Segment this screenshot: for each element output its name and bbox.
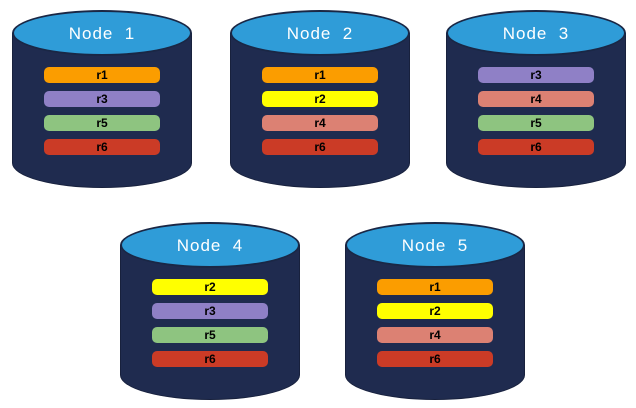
replica-bar-r1: r1: [262, 67, 378, 83]
replica-bar-r5: r5: [478, 115, 594, 131]
replica-bar-r6: r6: [44, 139, 160, 155]
replica-bar-r6: r6: [152, 351, 268, 367]
node-label: Node 4: [176, 235, 244, 255]
cylinder-top-ellipse: Node 2: [230, 10, 410, 56]
replica-bar-r1: r1: [377, 279, 493, 295]
replica-bar-r4: r4: [478, 91, 594, 107]
replica-bar-r2: r2: [377, 303, 493, 319]
cylinder-top-ellipse: Node 3: [446, 10, 626, 56]
replica-bar-r4: r4: [262, 115, 378, 131]
replica-list: r1 r2 r4 r6: [377, 279, 493, 367]
cylinder-body: [446, 33, 626, 188]
replica-bar-r2: r2: [152, 279, 268, 295]
replica-bar-r1: r1: [44, 67, 160, 83]
database-node-4: Node 4 r2 r3 r5 r6: [120, 222, 300, 400]
node-label: Node 2: [286, 23, 354, 43]
node-label: Node 5: [401, 235, 469, 255]
replica-bar-r6: r6: [478, 139, 594, 155]
node-label: Node 1: [68, 23, 136, 43]
cylinder-body: [120, 245, 300, 400]
replica-bar-r5: r5: [152, 327, 268, 343]
replica-bar-r5: r5: [44, 115, 160, 131]
cylinder-top-ellipse: Node 4: [120, 222, 300, 268]
cylinder-body: [345, 245, 525, 400]
replica-bar-r3: r3: [152, 303, 268, 319]
replica-list: r3 r4 r5 r6: [478, 67, 594, 155]
database-node-5: Node 5 r1 r2 r4 r6: [345, 222, 525, 400]
replica-bar-r6: r6: [262, 139, 378, 155]
replica-bar-r3: r3: [44, 91, 160, 107]
cylinder-top-ellipse: Node 1: [12, 10, 192, 56]
replica-bar-r4: r4: [377, 327, 493, 343]
database-node-2: Node 2 r1 r2 r4 r6: [230, 10, 410, 188]
replica-bar-r3: r3: [478, 67, 594, 83]
cylinder-body: [230, 33, 410, 188]
database-node-3: Node 3 r3 r4 r5 r6: [446, 10, 626, 188]
cylinder-body: [12, 33, 192, 188]
replica-bar-r6: r6: [377, 351, 493, 367]
node-label: Node 3: [502, 23, 570, 43]
database-node-1: Node 1 r1 r3 r5 r6: [12, 10, 192, 188]
cylinder-top-ellipse: Node 5: [345, 222, 525, 268]
replica-list: r1 r3 r5 r6: [44, 67, 160, 155]
replica-bar-r2: r2: [262, 91, 378, 107]
replica-list: r2 r3 r5 r6: [152, 279, 268, 367]
replica-list: r1 r2 r4 r6: [262, 67, 378, 155]
